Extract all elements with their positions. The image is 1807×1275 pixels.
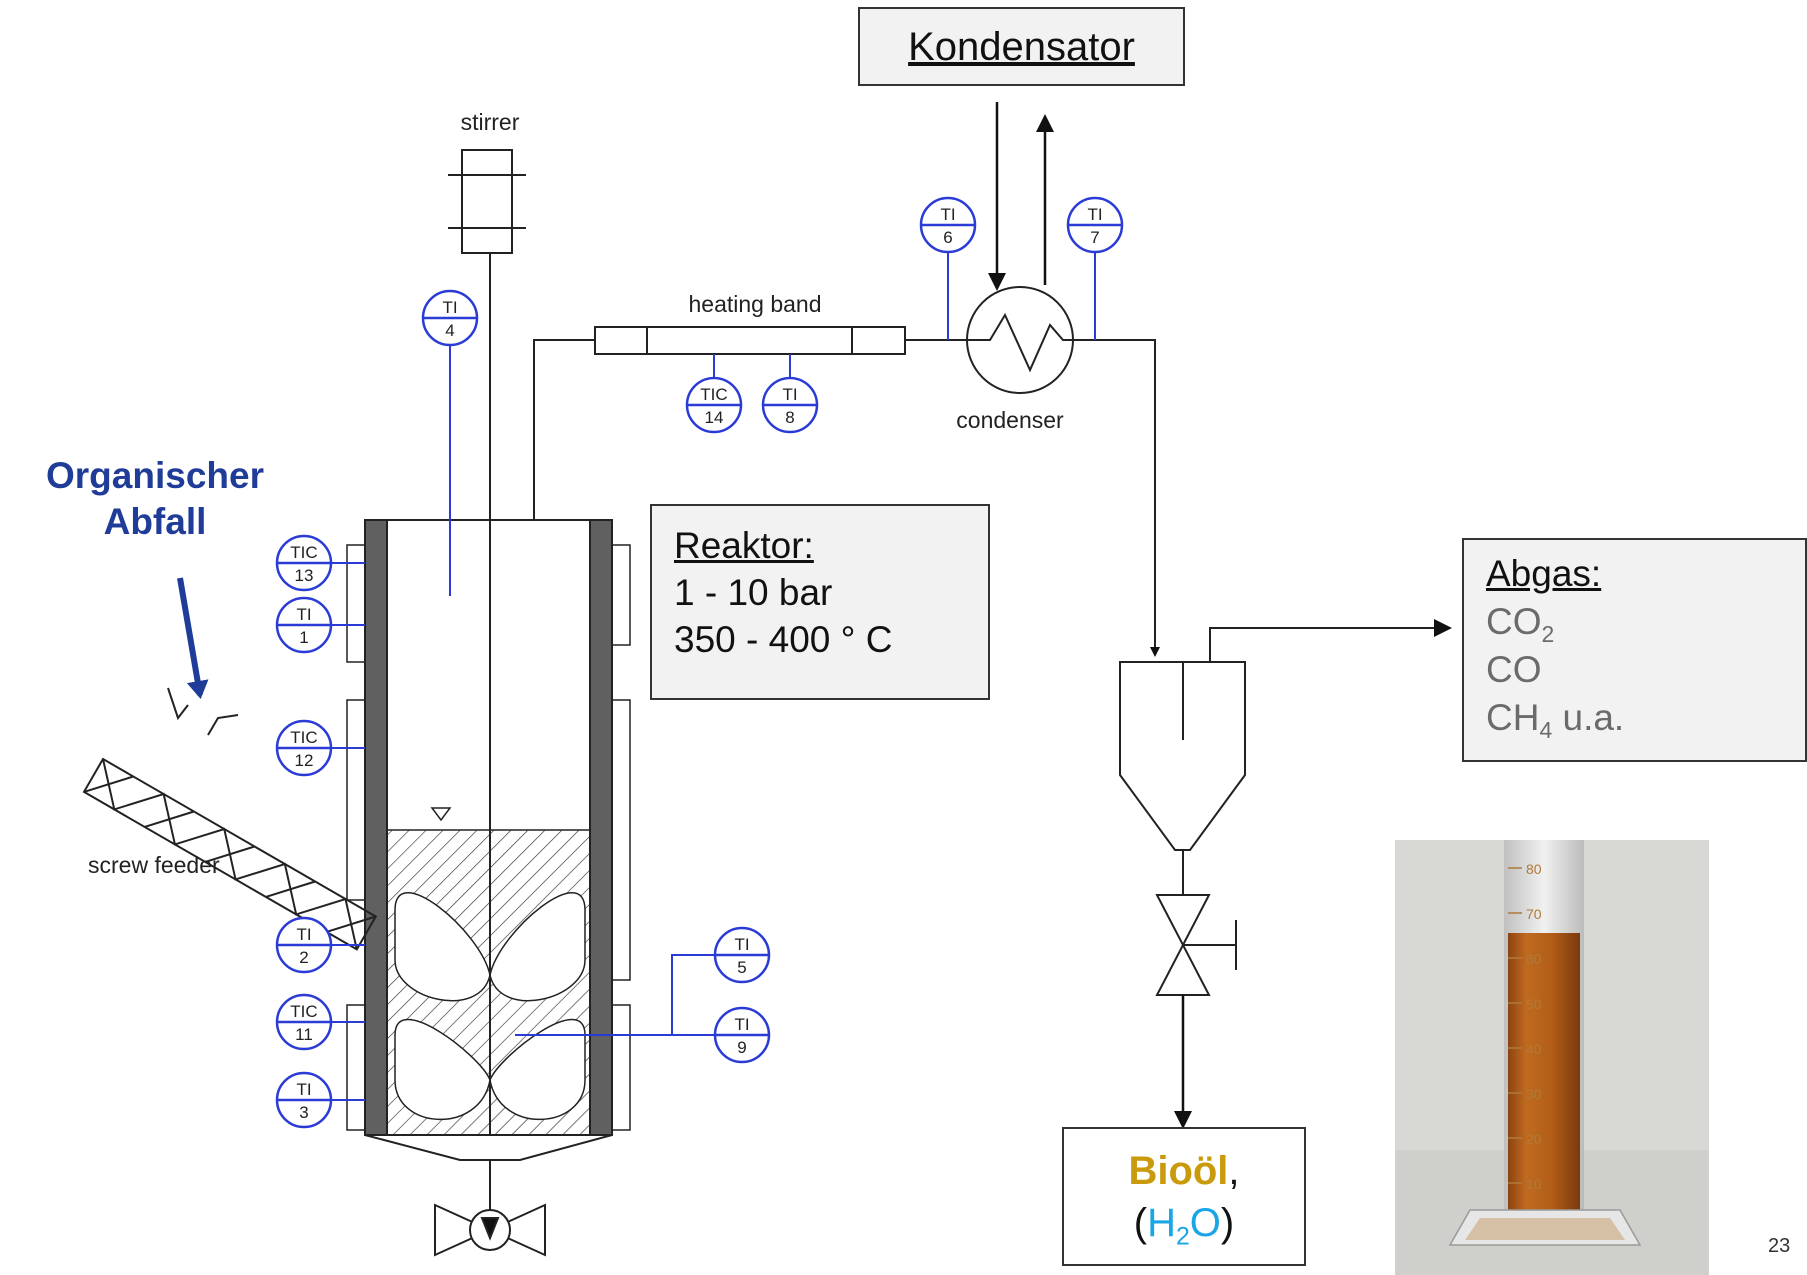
instrument-tag: TIC [700,385,727,404]
instrument-number: 8 [785,408,794,427]
instrument-ti-7: TI 7 [1066,196,1124,254]
offgas-ch4: CH4 u.a. [1486,697,1625,744]
feed-arrow [177,577,209,699]
instrument-ti-9: TI 9 [713,1006,771,1064]
instrument-number: 7 [1090,228,1099,247]
reactor-vessel [346,519,631,1225]
condenser [966,286,1074,394]
offgas-line [1209,619,1452,662]
condensate-line [1073,339,1160,657]
product-oil: Bioöl [1128,1149,1229,1193]
offgas-title: Abgas: [1486,553,1602,594]
offgas-co2: CO2 [1486,601,1555,648]
bottom-valve [434,1203,546,1257]
scale-label: 60 [1526,951,1542,967]
instrument-number: 1 [299,628,308,647]
instrument-number: 3 [299,1103,308,1122]
instrument-ti-5: TI 5 [713,926,771,984]
separator-vessel [1119,661,1246,895]
product-oil-line: Bioöl, [1128,1149,1240,1193]
instrument-number: 6 [943,228,952,247]
instrument-number: 2 [299,948,308,967]
scale-label: 40 [1526,1041,1542,1057]
reactor-title: Reaktor: [674,525,814,566]
screw-feeder [82,687,378,951]
condenser-title: Kondensator [908,25,1135,69]
instrument-number: 14 [705,408,724,427]
instrument-tag: TIC [290,543,317,562]
scale-label: 10 [1526,1176,1542,1192]
vapor-line [533,339,595,520]
instrument-tic-14: TIC 14 [685,376,743,434]
scale-label: 30 [1526,1086,1542,1102]
instrument-tag: TI [296,605,311,624]
product-water: (H2O) [1133,1201,1235,1251]
instrument-tag: TI [296,1080,311,1099]
scale-label: 20 [1526,1131,1542,1147]
instrument-tag: TI [442,298,457,317]
instrument-ti-6: TI 6 [919,196,977,254]
instrument-tag: TI [1087,205,1102,224]
instrument-number: 5 [737,958,746,977]
offgas-co: CO [1486,649,1542,690]
instrument-number: 9 [737,1038,746,1057]
instrument-tag: TI [940,205,955,224]
instrument-tag: TI [296,925,311,944]
scale-label: 50 [1526,996,1542,1012]
instrument-ti-2: TI 2 [275,916,333,974]
instrument-tic-12: TIC 12 [275,719,333,777]
heating-band-label: heating band [688,291,821,317]
reactor-temperature: 350 - 400 ° C [674,619,893,660]
instrument-tic-13: TIC 13 [275,534,333,592]
separator-valve [1155,894,1237,996]
instrument-ti-3: TI 3 [275,1071,333,1129]
instrument-ti-8: TI 8 [761,376,819,434]
page-number: 23 [1768,1235,1791,1257]
measuring-cylinder-photo [1395,840,1709,1275]
product-box: Bioöl, (H2O) [1062,1127,1306,1266]
instrument-bubbles: TI4TIC14TI8TI6TI7TIC13TI1TIC12TI2TIC11TI… [275,196,1124,1129]
instrument-ti-4: TI 4 [421,289,479,347]
scale-label: 70 [1526,906,1542,922]
stirrer-label: stirrer [461,109,520,135]
instrument-number: 11 [295,1025,313,1044]
instrument-number: 13 [295,566,314,585]
instrument-number: 4 [445,321,454,340]
cylinder-scale: 80 70 60 50 40 30 20 10 [1508,861,1542,1192]
condenser-label: condenser [956,407,1064,433]
instrument-number: 12 [295,751,314,770]
screw-feeder-label: screw feeder [88,852,220,878]
heating-band [594,326,906,355]
condenser-title-box: Kondensator [858,7,1185,86]
organic-waste-label: Organischer Abfall [46,455,264,542]
instrument-tag: TI [734,1015,749,1034]
offgas-box: Abgas: CO2 CO CH4 u.a. [1462,538,1807,762]
instrument-connections [331,251,1096,1101]
instrument-tag: TIC [290,1002,317,1021]
reactor-box: Reaktor: 1 - 10 bar 350 - 400 ° C [650,504,990,700]
instrument-tic-11: TIC 11 [275,993,333,1051]
instrument-tag: TIC [290,728,317,747]
instrument-ti-1: TI 1 [275,596,333,654]
reactor-pressure: 1 - 10 bar [674,572,833,613]
instrument-tag: TI [782,385,797,404]
stirrer-motor [448,149,526,254]
instrument-tag: TI [734,935,749,954]
scale-label: 80 [1526,861,1542,877]
